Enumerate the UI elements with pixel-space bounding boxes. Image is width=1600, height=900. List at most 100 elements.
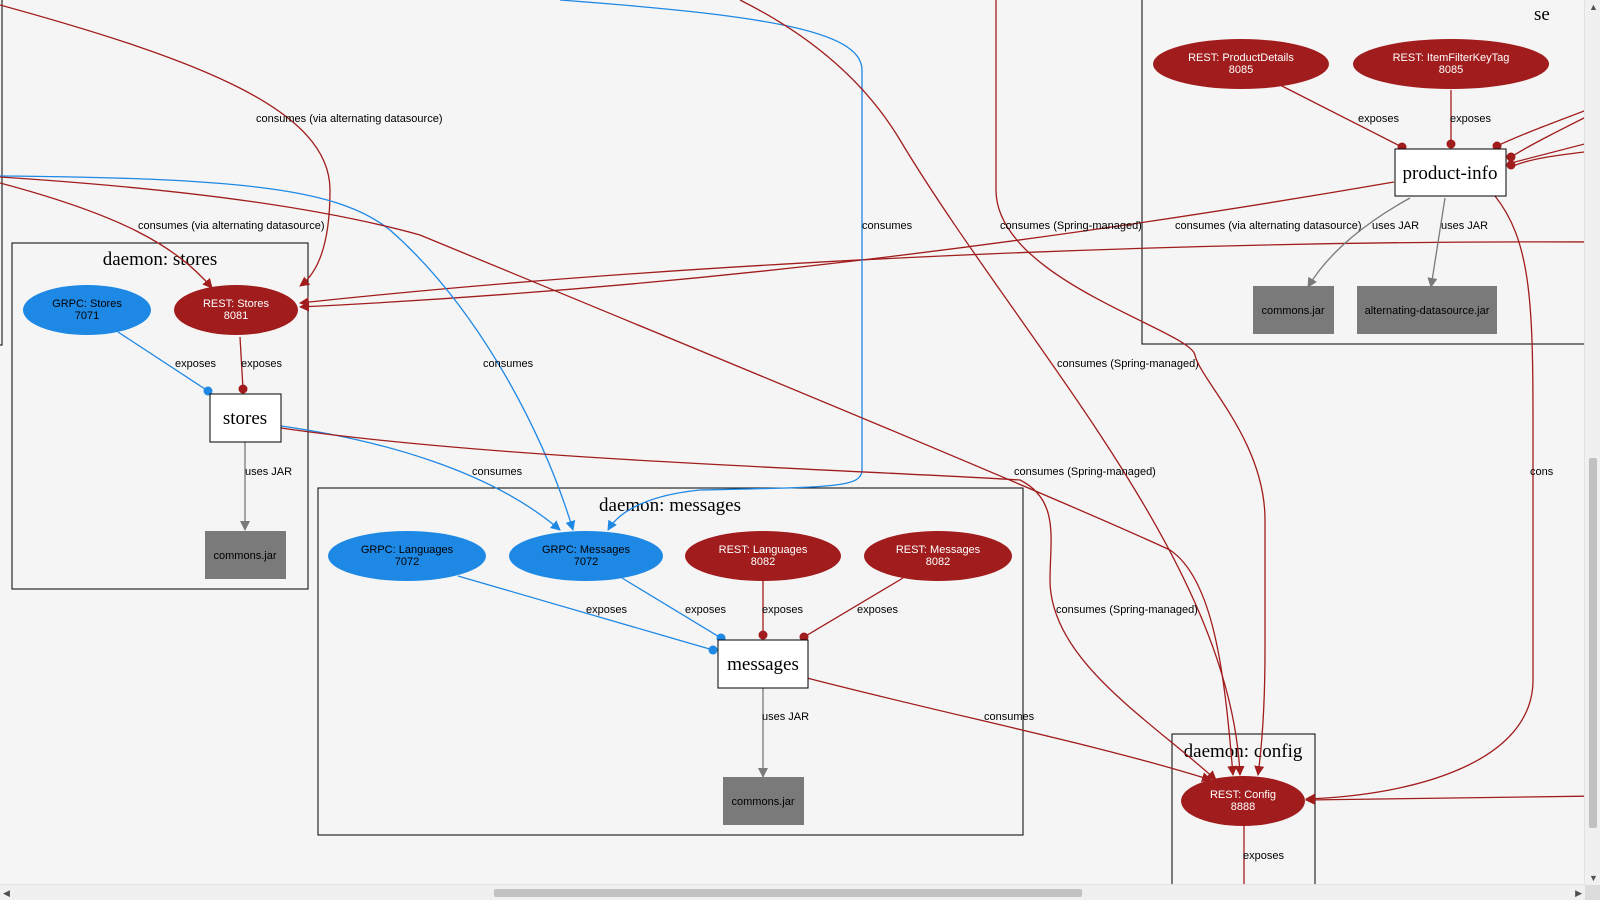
svg-text:alternating-datasource.jar: alternating-datasource.jar [1365, 305, 1490, 317]
svg-text:7071: 7071 [75, 310, 99, 322]
edge-exposes-grpc-stores [117, 331, 209, 392]
dependency-graph: daemon: stores daemon: messages daemon: … [0, 0, 1585, 885]
svg-text:8082: 8082 [926, 556, 950, 568]
edge-label-uses-jar-pi-2: uses JAR [1441, 220, 1488, 232]
edge-label-uses-jar-messages: uses JAR [762, 711, 809, 723]
edge-exposes-if-dot [1446, 139, 1456, 149]
scroll-left-icon[interactable]: ◀ [3, 888, 10, 898]
edge-label-spring-1: consumes (Spring-managed) [1057, 358, 1199, 370]
edge-label-exposes-rest-msg: exposes [857, 604, 898, 616]
edge-label-exposes-grpc-lang: exposes [586, 604, 627, 616]
edge-exposes-grpc-stores-dot [203, 386, 213, 396]
svg-text:REST: Config: REST: Config [1210, 789, 1276, 801]
svg-text:7072: 7072 [574, 556, 598, 568]
endpoint-rest-config[interactable]: REST: Config 8888 [1181, 776, 1305, 826]
svg-text:messages: messages [727, 654, 799, 675]
edge-spring-3 [0, 176, 1238, 776]
jar-commons-product-info[interactable]: commons.jar [1253, 286, 1334, 334]
horizontal-scrollbar[interactable]: ◀ ▶ [0, 884, 1585, 900]
edge-pi-right-3 [1510, 151, 1585, 168]
endpoint-rest-stores[interactable]: REST: Stores 8081 [174, 285, 298, 335]
edge-pi-right-dot-1 [1506, 152, 1516, 162]
service-product-info[interactable]: product-info [1394, 148, 1507, 197]
edge-pi-right-dot-2 [1506, 160, 1516, 170]
jar-commons-stores[interactable]: commons.jar [205, 531, 286, 579]
svg-text:product-info: product-info [1403, 163, 1498, 184]
scroll-up-icon[interactable]: ▲ [1589, 2, 1598, 12]
edge-exposes-pd [1279, 84, 1403, 148]
cluster-stores-title: daemon: stores [103, 249, 218, 270]
edge-label-consumes-blue-right: consumes [862, 220, 913, 232]
svg-text:8082: 8082 [751, 556, 775, 568]
svg-text:8888: 8888 [1231, 801, 1255, 813]
edge-exposes-rest-msg [803, 577, 904, 638]
service-messages[interactable]: messages [717, 639, 809, 689]
edge-exposes-grpc-lang-dot [708, 645, 718, 655]
svg-text:8085: 8085 [1439, 64, 1463, 76]
svg-text:stores: stores [223, 408, 267, 429]
edge-label-exposes-config: exposes [1243, 850, 1284, 862]
diagram-viewport[interactable]: daemon: stores daemon: messages daemon: … [0, 0, 1585, 885]
edge-label-spring-2: consumes (Spring-managed) [1000, 220, 1142, 232]
edge-label-exposes-grpc-msg: exposes [685, 604, 726, 616]
service-stores[interactable]: stores [209, 393, 282, 443]
edge-label-spring-4: consumes (Spring-managed) [1056, 604, 1198, 616]
edge-exposes-rest-stores [239, 336, 244, 390]
endpoint-grpc-stores[interactable]: GRPC: Stores 7071 [23, 285, 151, 335]
edge-blue-left [0, 175, 576, 531]
svg-text:REST: ItemFilterKeyTag: REST: ItemFilterKeyTag [1393, 52, 1510, 64]
edge-pi-right-dot-3 [1492, 141, 1502, 151]
svg-text:REST: ProductDetails: REST: ProductDetails [1188, 52, 1294, 64]
endpoint-rest-languages[interactable]: REST: Languages 8082 [685, 531, 841, 581]
svg-text:REST: Stores: REST: Stores [203, 298, 270, 310]
svg-text:7072: 7072 [395, 556, 419, 568]
edge-uses-jar-pi-1 [1307, 197, 1411, 288]
svg-text:commons.jar: commons.jar [214, 550, 277, 562]
svg-text:REST: Messages: REST: Messages [896, 544, 981, 556]
svg-text:REST: Languages: REST: Languages [719, 544, 808, 556]
edge-label-consumes-blue-stores: consumes [472, 466, 523, 478]
edge-spring-4 [280, 427, 1217, 781]
svg-text:commons.jar: commons.jar [1262, 305, 1325, 317]
edge-pi-right-4 [1496, 109, 1585, 147]
svg-text:GRPC: Languages: GRPC: Languages [361, 544, 454, 556]
edge-label-exposes-grpc-stores: exposes [175, 358, 216, 370]
edge-label-exposes-rest-stores: exposes [241, 358, 282, 370]
scroll-down-icon[interactable]: ▼ [1589, 873, 1598, 883]
edge-label-exposes-pd: exposes [1358, 113, 1399, 125]
edge-exposes-grpc-lang [457, 575, 714, 651]
horizontal-scroll-thumb[interactable] [494, 889, 1082, 897]
svg-text:commons.jar: commons.jar [732, 796, 795, 808]
jar-commons-messages[interactable]: commons.jar [723, 777, 804, 825]
edge-consumes-messages-config [806, 677, 1212, 783]
endpoint-rest-messages[interactable]: REST: Messages 8082 [864, 531, 1012, 581]
cluster-messages [317, 487, 1024, 836]
edge-label-consumes-messages: consumes [984, 711, 1035, 723]
edge-spring-1 [739, 0, 1245, 776]
edge-label-exposes-rest-lang: exposes [762, 604, 803, 616]
cluster-services-partial [1141, 0, 1585, 345]
edge-exposes-rest-stores-dot [238, 384, 248, 394]
scrollbar-corner [1585, 885, 1600, 900]
scroll-right-icon[interactable]: ▶ [1575, 888, 1582, 898]
edge-label-cons-cut: cons [1530, 466, 1554, 478]
cluster-left-partial [0, 0, 3, 346]
endpoint-grpc-languages[interactable]: GRPC: Languages 7072 [328, 531, 486, 581]
endpoint-rest-item-filter-key-tag[interactable]: REST: ItemFilterKeyTag 8085 [1353, 39, 1549, 89]
svg-text:8085: 8085 [1229, 64, 1253, 76]
vertical-scroll-thumb[interactable] [1589, 458, 1597, 828]
cluster-config-title: daemon: config [1184, 741, 1303, 762]
endpoint-rest-product-details[interactable]: REST: ProductDetails 8085 [1153, 39, 1329, 89]
endpoint-grpc-messages[interactable]: GRPC: Messages 7072 [509, 531, 663, 581]
edge-blue-top-loop [559, 0, 863, 531]
edge-blue-stores [280, 425, 561, 531]
svg-text:8081: 8081 [224, 310, 248, 322]
edge-label-uses-jar-stores: uses JAR [245, 466, 292, 478]
jar-alternating-datasource[interactable]: alternating-datasource.jar [1357, 286, 1497, 334]
edge-consumes-right-to-stores [299, 241, 1585, 308]
cluster-messages-title: daemon: messages [599, 495, 741, 516]
svg-text:GRPC: Stores: GRPC: Stores [52, 298, 122, 310]
edge-consumes-right-config [1305, 794, 1585, 805]
edge-exposes-grpc-msg [621, 577, 722, 639]
vertical-scrollbar[interactable]: ▲ ▼ [1584, 0, 1600, 885]
